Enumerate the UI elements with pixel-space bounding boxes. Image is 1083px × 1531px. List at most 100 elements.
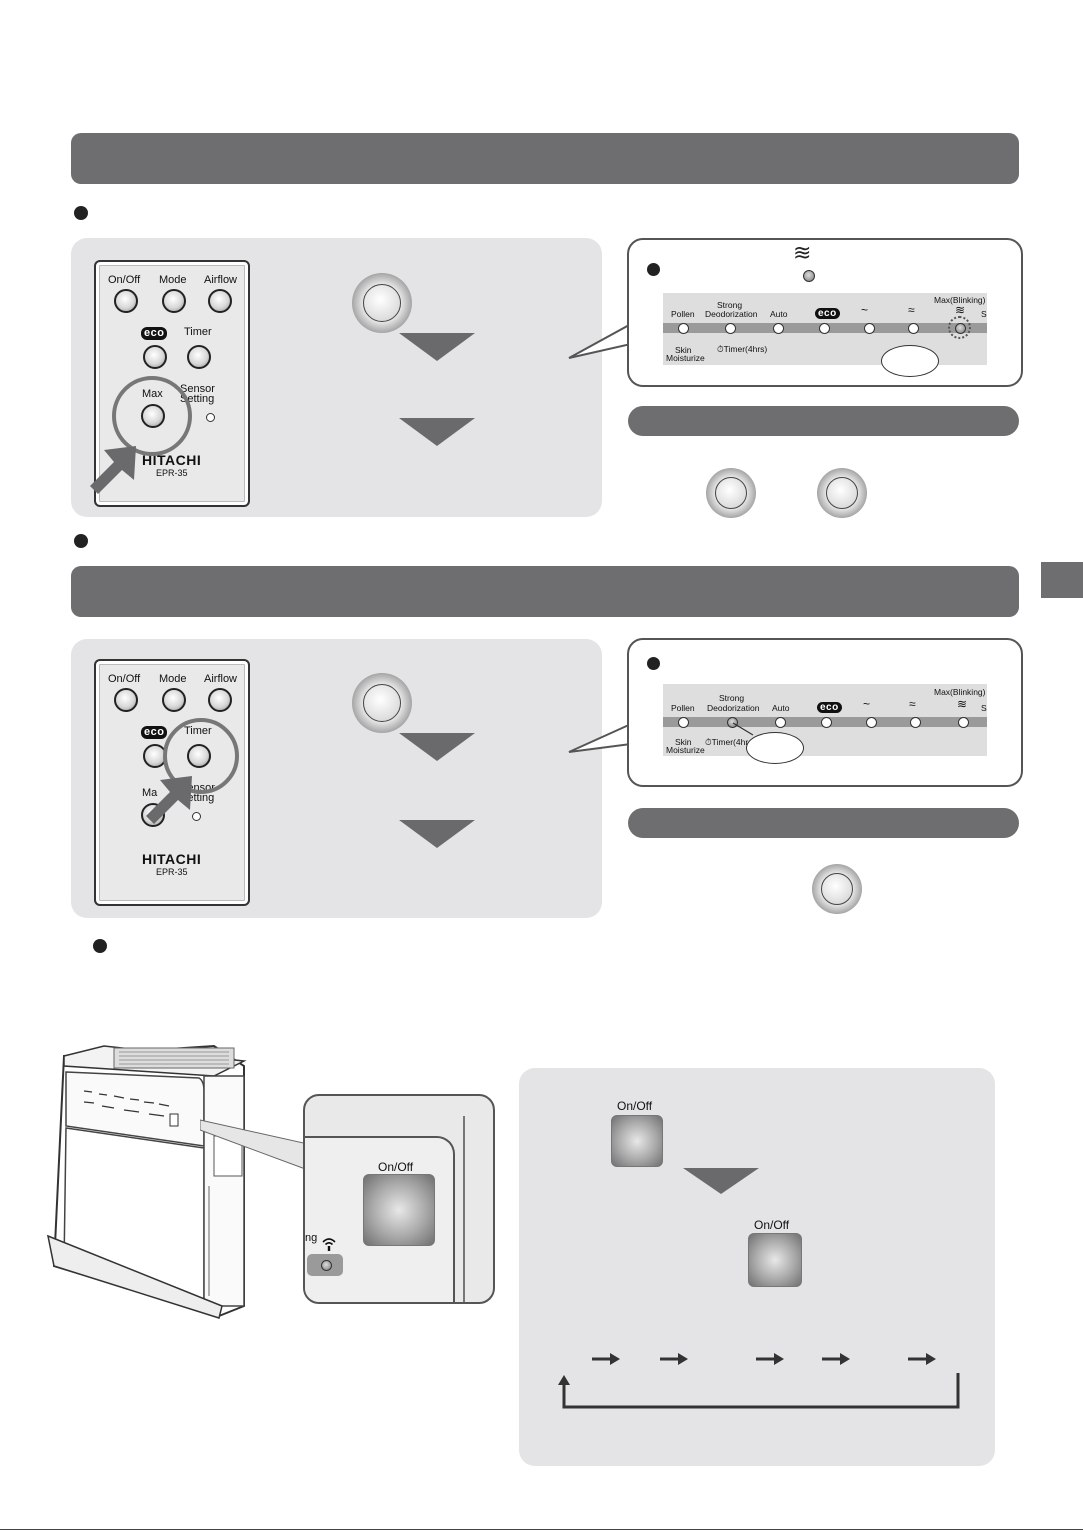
remote-label-airflow: Airflow: [204, 673, 238, 685]
step1-onoff-button[interactable]: [611, 1115, 663, 1167]
airflow-indicator-led: [803, 270, 815, 282]
remote-label-onoff: On/Off: [108, 274, 141, 286]
remote-label-timer: Timer: [184, 326, 212, 338]
led-pollen: [678, 717, 689, 728]
led-auto: [775, 717, 786, 728]
remote-timer-button[interactable]: [187, 345, 211, 369]
zoom-panel-edge: [463, 1116, 465, 1302]
strip-label-low: ~: [861, 303, 869, 317]
section-subheader-bar-1: [628, 406, 1019, 436]
strip-label-pollen: Pollen: [671, 309, 695, 319]
strip-label-moisturize: Moisturize: [666, 353, 705, 363]
press-arrow-icon: [146, 776, 192, 824]
big-button-2[interactable]: [352, 673, 412, 733]
strip-label-strong: Strong: [717, 300, 743, 310]
right-arrow-icon: [908, 1353, 936, 1365]
bottom-rule: [0, 1529, 1083, 1530]
remote-brand: HITACHI: [142, 851, 202, 867]
section-subheader-bar-2: [628, 808, 1019, 838]
remote-model: EPR-35: [156, 468, 188, 478]
remote-eco-label: eco: [141, 327, 168, 340]
airflow-symbol: ≋: [793, 240, 812, 265]
round-button-a[interactable]: [706, 468, 756, 518]
strip-label-max-blinking: Max(Blinking): [934, 687, 986, 697]
strip-label-timer: ⏱Timer(4hr: [705, 737, 749, 747]
strip-label-moisturize: Moisturize: [666, 745, 705, 755]
round-button-b[interactable]: [817, 468, 867, 518]
right-arrow-icon: [660, 1353, 688, 1365]
strip-label-auto: Auto: [772, 703, 790, 713]
step2-onoff-button[interactable]: [748, 1233, 802, 1287]
led-low: [864, 323, 875, 334]
bullet-3: [93, 939, 107, 953]
step2-onoff-label: On/Off: [754, 1218, 790, 1232]
strip-label-strong: Strong: [719, 693, 745, 703]
down-arrow-icon: [399, 820, 475, 848]
remote-label-setting: Setting: [180, 393, 215, 405]
strip-label-skin: Skin: [675, 345, 692, 355]
remote-onoff-button[interactable]: [114, 688, 138, 712]
display-callout-1: ≋ Pollen Strong Deodorization Auto eco ~…: [627, 238, 1023, 387]
highlight-ring-timer: [163, 718, 239, 794]
strip-label-cut: S: [981, 309, 987, 319]
led-eco: [819, 323, 830, 334]
led-pollen: [678, 323, 689, 334]
return-loop-line: [562, 1373, 960, 1409]
zoom-panel: On/Off ng: [303, 1094, 495, 1304]
strip-label-pollen: Pollen: [671, 703, 695, 713]
remote-eco-label: eco: [141, 726, 168, 739]
display-callout-2: Pollen Strong Deodorization Auto eco ~ ≈…: [627, 638, 1023, 787]
zoom-onoff-button[interactable]: [363, 1174, 435, 1246]
press-arrow-icon: [90, 446, 136, 494]
right-arrow-icon: [822, 1353, 850, 1365]
remote-mode-button[interactable]: [162, 688, 186, 712]
strip-label-auto: Auto: [770, 309, 788, 319]
strip-label-max-blinking: Max(Blinking): [934, 295, 986, 305]
remote-label-max: Ma: [142, 787, 158, 799]
remote-airflow-button[interactable]: [208, 289, 232, 313]
strip-label-low: ~: [863, 697, 871, 711]
remote-label-setting: Setting: [180, 792, 215, 804]
bullet-1: [74, 206, 88, 220]
oval-pointer-line: [732, 722, 754, 736]
step1-onoff-label: On/Off: [617, 1099, 653, 1113]
zoom-onoff-label: On/Off: [378, 1160, 414, 1174]
right-arrow-icon: [592, 1353, 620, 1365]
remote-eco-button[interactable]: [143, 345, 167, 369]
strip-label-skin: Skin: [675, 737, 692, 747]
cycle-diagram: [558, 1353, 960, 1409]
remote-onoff-button[interactable]: [114, 289, 138, 313]
led-auto: [773, 323, 784, 334]
bullet-callout-1: [647, 263, 660, 276]
down-arrow-icon: [683, 1168, 759, 1194]
down-arrow-icon: [399, 418, 475, 446]
strip-label-deodorization: Deodorization: [707, 703, 760, 713]
led-strong: [727, 717, 738, 728]
air-purifier-illustration: [46, 1044, 247, 1319]
strip-label-timer: ⏱Timer(4hrs): [717, 344, 768, 354]
strip-eco-label: eco: [817, 702, 842, 713]
remote-sensor-led: [206, 413, 215, 422]
strip-eco-label: eco: [815, 308, 840, 319]
big-button-1[interactable]: [352, 273, 412, 333]
display-strip-1: Pollen Strong Deodorization Auto eco ~ ≈…: [663, 293, 987, 377]
led-med: [908, 323, 919, 334]
remote-airflow-button[interactable]: [208, 688, 232, 712]
zoom-led: [321, 1260, 332, 1271]
remote-model: EPR-35: [156, 867, 188, 877]
round-button-c[interactable]: [812, 864, 862, 914]
led-max: [958, 717, 969, 728]
down-arrow-icon: [399, 333, 475, 361]
strip-label-med: ≈: [909, 697, 916, 711]
section-header-bar-2: [71, 566, 1019, 617]
blink-ring: [948, 316, 971, 339]
up-arrow-icon: [558, 1375, 570, 1385]
led-low: [866, 717, 877, 728]
callout-oval-1: [881, 345, 939, 377]
remote-sensor-led: [192, 812, 201, 821]
bullet-callout-2: [647, 657, 660, 670]
remote-mode-button[interactable]: [162, 289, 186, 313]
strip-label-max-symbol: ≋: [955, 303, 966, 317]
remote-label-sensor: Sensor: [180, 383, 215, 395]
remote-label-mode: Mode: [159, 673, 187, 685]
